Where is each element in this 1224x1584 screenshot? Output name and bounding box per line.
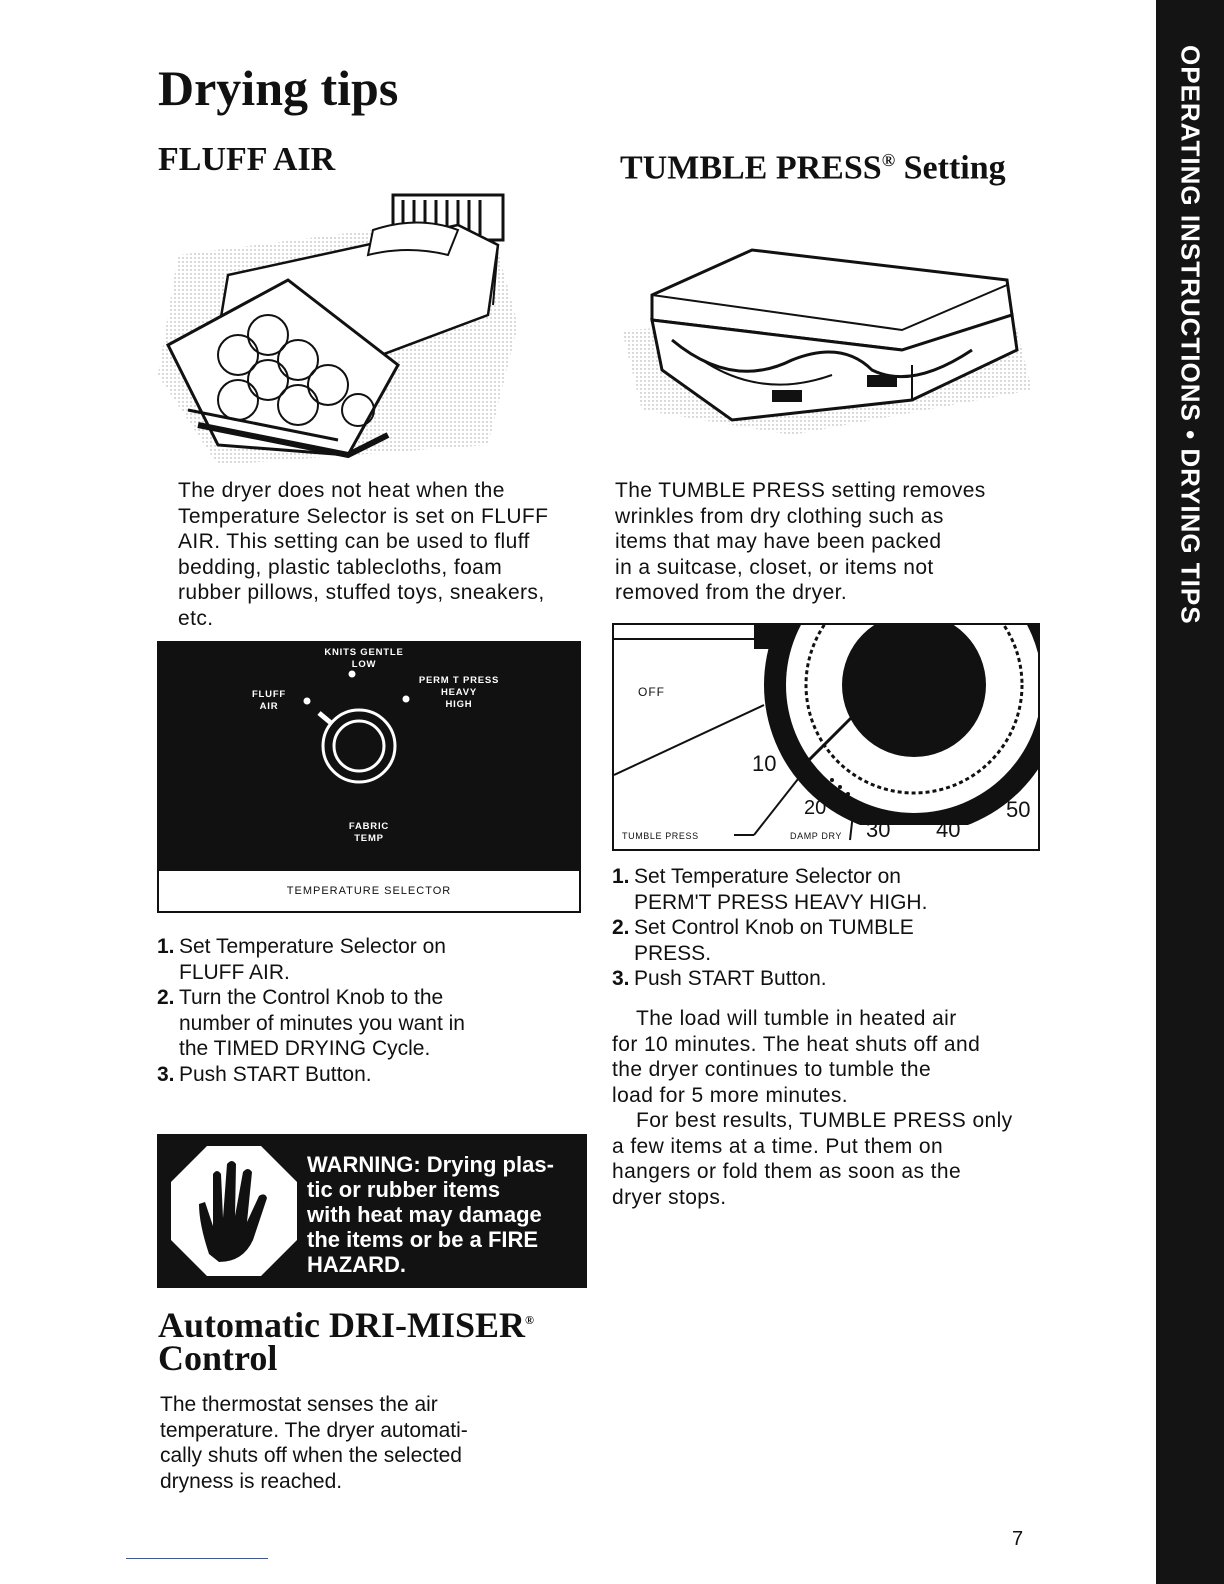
step-item: 3.Push START Button. xyxy=(612,967,827,990)
fabric-temp-label: FABRIC TEMP xyxy=(348,821,390,844)
fluff-air-description: The dryer does not heat when the Tempera… xyxy=(178,479,549,630)
dri-miser-heading-line2: Control xyxy=(158,1338,278,1378)
temperature-selector-label: TEMPERATURE SELECTOR xyxy=(159,871,579,911)
tumble-press-description: The TUMBLE PRESS setting removes wrinkle… xyxy=(615,479,986,604)
temperature-selector-panel: KNITS GENTLE LOW PERM T PRESS HEAVY HIGH… xyxy=(157,641,581,913)
page-title: Drying tips xyxy=(158,60,399,116)
stop-hand-icon xyxy=(171,1146,297,1276)
dial-off-label: OFF xyxy=(638,685,665,699)
fluff-air-label: FLUFF AIR xyxy=(251,689,287,712)
dri-miser-heading: Automatic DRI-MISER® xyxy=(158,1305,534,1345)
fluff-air-steps: 1.Set Temperature Selector on FLUFF AIR.… xyxy=(157,934,557,1087)
tumble-press-heading: TUMBLE PRESS® Setting xyxy=(620,149,1006,187)
tumble-press-steps: 1.Set Temperature Selector on PERM'T PRE… xyxy=(612,864,1032,992)
perm-press-label: PERM T PRESS HEAVY HIGH xyxy=(418,675,500,710)
footer-rule xyxy=(126,1558,268,1559)
dial-50-label: 50 xyxy=(1006,797,1031,822)
fluff-air-heading: FLUFF AIR xyxy=(158,141,336,178)
fire-hazard-warning: WARNING: Drying plas- tic or rubber item… xyxy=(157,1134,587,1288)
dial-40-label: 40 xyxy=(936,817,961,842)
knits-gentle-label: KNITS GENTLE LOW xyxy=(324,647,404,670)
step-item: 3.Push START Button. xyxy=(157,1062,372,1086)
bedding-illustration xyxy=(158,193,518,465)
step-item: 1.Set Temperature Selector on FLUFF AIR. xyxy=(157,935,446,984)
dial-tumble-press-label: TUMBLE PRESS xyxy=(622,831,699,841)
temperature-selector-knob xyxy=(303,670,410,784)
timer-dial-graphic xyxy=(614,625,1038,849)
page-number: 7 xyxy=(1012,1528,1024,1550)
dri-miser-description: The thermostat senses the air temperatur… xyxy=(160,1393,468,1493)
dial-30-label: 30 xyxy=(866,817,891,842)
timer-dial-panel: OFF 10 20 30 40 50 TUMBLE PRESS DAMP DRY xyxy=(612,623,1040,851)
tumble-press-paragraph-1: The load will tumble in heated air for 1… xyxy=(612,1007,981,1107)
step-item: 1.Set Temperature Selector on PERM'T PRE… xyxy=(612,865,928,914)
dial-20-label: 20 xyxy=(804,797,827,819)
section-side-tab: OPERATING INSTRUCTIONS • DRYING TIPS xyxy=(1156,0,1224,1584)
dial-damp-dry-label: DAMP DRY xyxy=(790,831,842,841)
side-tab-label: OPERATING INSTRUCTIONS • DRYING TIPS xyxy=(1175,45,1206,625)
suitcase-illustration xyxy=(622,248,1032,435)
step-item: 2.Set Control Knob on TUMBLE PRESS. xyxy=(612,916,914,965)
tumble-press-paragraph-2: For best results, TUMBLE PRESS only a fe… xyxy=(612,1109,1013,1209)
warning-message: WARNING: Drying plas- tic or rubber item… xyxy=(307,1152,554,1277)
step-item: 2.Turn the Control Knob to the number of… xyxy=(157,986,465,1060)
dial-10-label: 10 xyxy=(752,751,777,776)
